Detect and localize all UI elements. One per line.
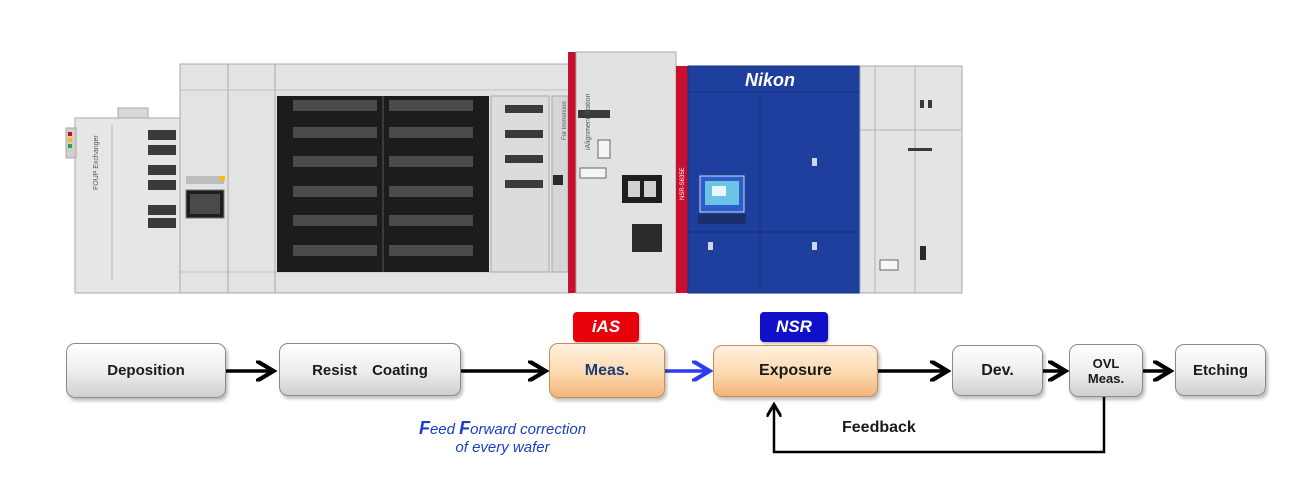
nikon-logo: Nikon bbox=[745, 70, 795, 90]
alignment-station-label: iAlignment Station bbox=[585, 93, 592, 150]
dev-step: Dev. bbox=[952, 345, 1043, 396]
feedforward-t1: eed bbox=[429, 421, 460, 438]
ias-badge: iAS bbox=[573, 312, 639, 342]
coater-track-module: For Immersion bbox=[179, 63, 571, 294]
lithography-track-illustration: FOUP Exchanger For Immersion bbox=[65, 51, 963, 294]
feedback-label: Feedback bbox=[842, 419, 916, 436]
foup-exchanger-module: FOUP Exchanger bbox=[65, 107, 186, 294]
alignment-station-module: iAlignment Station bbox=[568, 51, 677, 294]
feedback-loop-arrow bbox=[774, 397, 1106, 454]
feedforward-t2: orward correction bbox=[470, 421, 587, 438]
foup-exchanger-label: FOUP Exchanger bbox=[93, 135, 100, 190]
right-cabinet-module bbox=[859, 65, 963, 294]
ovl-label: OVL bbox=[1092, 355, 1120, 371]
resist-coating-step: Resist Coating bbox=[279, 343, 461, 396]
feedforward-line1: Feed Forward correction bbox=[380, 418, 625, 439]
ovl-meas-step: OVL Meas. bbox=[1069, 344, 1143, 397]
nsr-model-label: NSR-S635E bbox=[680, 167, 686, 200]
nsr-exposure-module: Nikon NSR-S635E bbox=[676, 65, 861, 294]
etching-step: Etching bbox=[1175, 344, 1266, 396]
ovl-meas-label: Meas. bbox=[1087, 370, 1125, 386]
exposure-step: Exposure bbox=[713, 345, 878, 397]
feedforward-caption: Feed Forward correction of every wafer bbox=[380, 418, 625, 456]
feedforward-f2: F bbox=[459, 418, 471, 438]
feedforward-f1: F bbox=[418, 418, 430, 438]
deposition-step: Deposition bbox=[66, 343, 226, 398]
immersion-label: For Immersion bbox=[562, 101, 568, 140]
nsr-badge: NSR bbox=[760, 312, 828, 342]
feedforward-line2: of every wafer bbox=[455, 439, 550, 456]
meas-step: Meas. bbox=[549, 343, 665, 398]
